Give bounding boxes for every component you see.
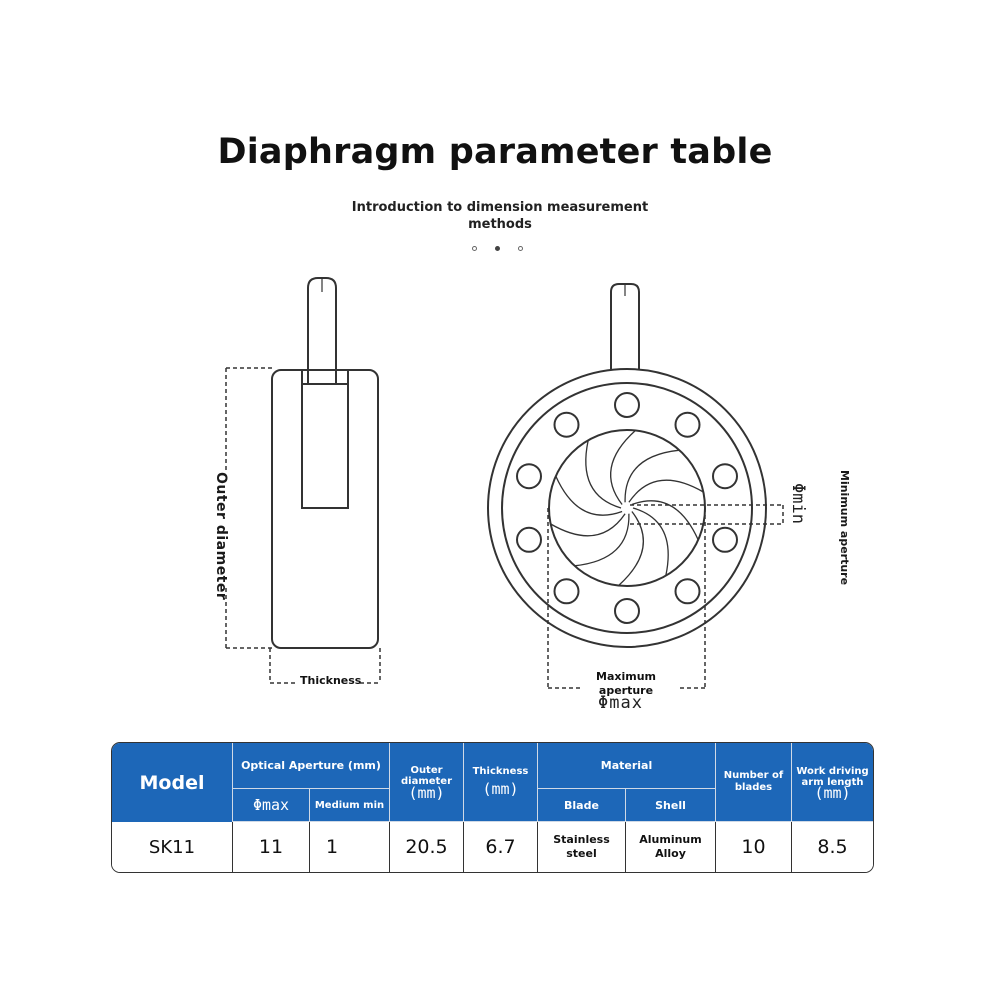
header-number-of-blades: Number of blades — [716, 743, 792, 822]
header-shell: Shell — [626, 789, 716, 822]
max-aperture-label: Maximum aperture — [596, 670, 656, 697]
blade-ring — [548, 429, 706, 587]
cell-number-of-blades: 10 — [716, 822, 792, 872]
mounting-hole — [614, 392, 640, 418]
mounting-hole — [516, 526, 542, 553]
mounting-holes — [516, 392, 738, 624]
mounting-hole — [614, 598, 640, 624]
carousel-indicator[interactable] — [468, 244, 528, 256]
side-view — [225, 277, 381, 684]
header-outer-diameter-unit: (mm) — [408, 784, 445, 802]
iris-blade — [618, 511, 645, 586]
cell-phi-max: 11 — [233, 822, 310, 872]
min-aperture-label: Minimum aperture — [838, 470, 851, 586]
outer-diameter-label: Outer diameter — [213, 472, 229, 601]
header-thickness: Thickness (mm) — [464, 743, 538, 822]
mounting-hole — [712, 526, 738, 553]
header-outer-diameter-text: Outer diameter — [400, 765, 453, 787]
iris-blade — [624, 449, 680, 503]
iris-blades — [550, 430, 704, 586]
cell-thickness: 6.7 — [464, 822, 538, 872]
mounting-hole — [712, 463, 738, 490]
header-material: Material — [538, 743, 716, 789]
outer-ring — [487, 368, 767, 648]
iris-blade — [632, 507, 669, 576]
mounting-hole — [553, 411, 580, 438]
mounting-hole — [674, 578, 701, 605]
front-view — [487, 283, 784, 689]
iris-blade — [585, 440, 622, 509]
header-work-arm: Work driving arm length (mm) — [792, 743, 873, 822]
carousel-dot[interactable] — [518, 246, 523, 251]
section-subtitle: Introduction to dimension measurement me… — [351, 200, 649, 232]
header-work-arm-unit: (mm) — [814, 783, 851, 802]
phi-min-symbol: Φmin — [788, 483, 808, 524]
header-medium-min: Medium min — [310, 789, 390, 822]
page-title: Diaphragm parameter table — [217, 132, 773, 172]
mounting-hole — [674, 411, 701, 438]
iris-blade — [574, 513, 630, 567]
iris-blade — [550, 513, 626, 537]
side-slot — [301, 370, 349, 509]
phi-max-symbol: Φmax — [598, 693, 643, 713]
parameter-table: Model Optical Aperture (mm) Φmax Medium … — [111, 742, 874, 873]
inner-ring — [501, 382, 753, 634]
cell-outer-diameter: 20.5 — [390, 822, 464, 872]
side-arm — [307, 277, 337, 384]
cell-shell: Aluminum Alloy — [626, 822, 716, 872]
carousel-dot-active[interactable] — [495, 246, 500, 251]
header-thickness-text: Thickness — [472, 766, 529, 777]
header-outer-diameter: Outer diameter (mm) — [390, 743, 464, 822]
mounting-hole — [516, 463, 542, 490]
carousel-dot[interactable] — [472, 246, 477, 251]
iris-blade — [631, 500, 699, 541]
iris-blade — [555, 475, 623, 516]
cell-model: SK11 — [112, 822, 233, 872]
thickness-label: Thickness — [300, 674, 362, 687]
mounting-hole — [553, 578, 580, 605]
iris-blade — [628, 479, 704, 503]
header-phi-max: Φmax — [233, 789, 310, 822]
front-arm — [610, 283, 640, 370]
cell-medium-min: 1 — [310, 822, 390, 872]
cell-work-arm: 8.5 — [792, 822, 873, 872]
iris-blade — [609, 430, 636, 505]
header-blade: Blade — [538, 789, 626, 822]
side-body — [271, 369, 379, 649]
header-thickness-unit: (mm) — [482, 780, 519, 798]
header-model: Model — [112, 743, 233, 822]
header-work-arm-text: Work driving arm length — [796, 765, 869, 788]
cell-blade: Stainless steel — [538, 822, 626, 872]
header-optical-aperture: Optical Aperture (mm) — [233, 743, 390, 789]
